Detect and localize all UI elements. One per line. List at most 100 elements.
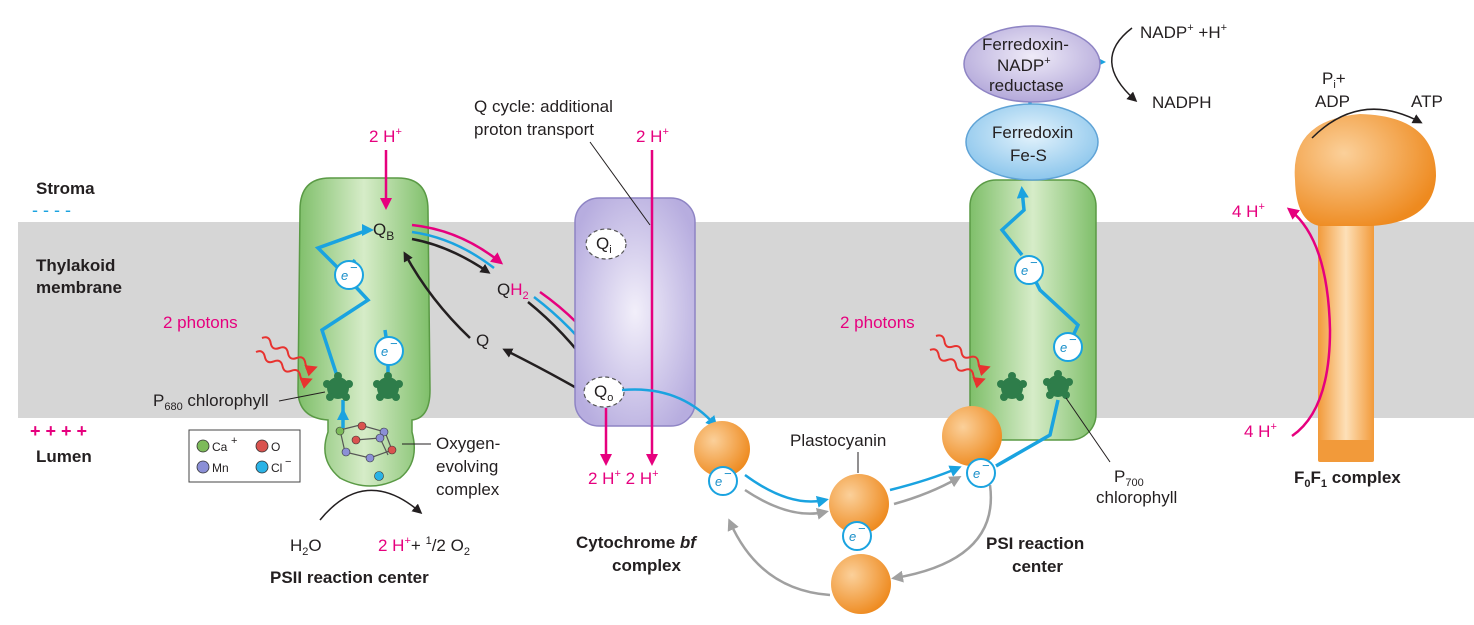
qi-label: Qi — [596, 234, 612, 256]
cytbf-label-2: complex — [612, 556, 682, 575]
fnr-label: Ferredoxin- — [982, 35, 1069, 54]
oec-label-2: evolving — [436, 457, 498, 476]
stroma-minus-signs: - - - - — [32, 200, 71, 220]
thylakoid-label: Thylakoid — [36, 256, 115, 275]
lumen-label: Lumen — [36, 447, 92, 466]
atp-top-proton-label: 4 H+ — [1232, 201, 1265, 221]
qo-to-q-arrow — [502, 348, 581, 392]
q-to-qb-arrow — [403, 251, 471, 339]
oec-label: Oxygen- — [436, 434, 500, 453]
psi-pc-docking-sphere — [942, 406, 1002, 466]
cytbf-label: Cytochrome bf — [576, 533, 698, 552]
stroma-label: Stroma — [36, 179, 95, 198]
svg-text:Cl: Cl — [271, 461, 282, 475]
svg-text:−: − — [858, 521, 866, 536]
fnr-reductase-label: reductase — [989, 76, 1064, 95]
electron-circle — [842, 521, 872, 551]
psi-label: PSI reaction — [986, 534, 1084, 553]
svg-text:e: e — [1060, 340, 1067, 355]
qo-label: Qo — [594, 382, 613, 404]
svg-text:e: e — [341, 268, 348, 283]
psi-photon-wavy-arrows — [929, 334, 991, 389]
q-label: Q — [476, 331, 489, 350]
nadph-label: NADPH — [1152, 93, 1212, 112]
plastocyanin-label: Plastocyanin — [790, 431, 886, 450]
p700-pointer — [1065, 397, 1111, 463]
electron-circle — [1014, 255, 1044, 285]
cytbf-bottom-proton-label: 2 H+ 2 H+ — [588, 468, 659, 488]
cytochrome-f-sphere — [694, 421, 750, 477]
electron-circle — [374, 336, 404, 366]
qb-to-qh2-magenta — [411, 223, 504, 265]
oxygen-evolving-cluster — [335, 421, 397, 481]
ferredoxin-fes-label: Fe-S — [1010, 146, 1047, 165]
svg-text:e: e — [1021, 263, 1028, 278]
svg-text:e: e — [381, 344, 388, 359]
atp-synthase-head — [1294, 114, 1436, 226]
qb-label: QB — [373, 220, 394, 243]
p700-label: P700 — [1114, 467, 1144, 489]
svg-text:−: − — [1069, 332, 1077, 347]
qo-site — [583, 376, 625, 408]
cytbf-top-proton-label: 2 H+ — [636, 126, 669, 146]
svg-text:e: e — [715, 474, 722, 489]
psi-photons-label: 2 photons — [840, 313, 915, 332]
qh2-label: QH2 — [497, 280, 529, 302]
psii-proton-label: 2 H+ — [369, 126, 402, 146]
psi-to-pc-return — [891, 484, 993, 583]
pc-return-arrow — [727, 518, 831, 597]
fnr-ellipse — [963, 25, 1101, 103]
adp-label: ADP — [1315, 92, 1350, 111]
svg-text:−: − — [724, 466, 732, 481]
membrane-label: membrane — [36, 278, 122, 297]
nadp-label: NADP+ +H+ — [1140, 22, 1227, 42]
cytf-to-pc-grey — [744, 488, 829, 520]
ion-legend: Ca + O Mn Cl − — [188, 429, 301, 483]
svg-text:e: e — [973, 466, 980, 481]
svg-text:Mn: Mn — [212, 461, 229, 475]
svg-text:−: − — [982, 458, 990, 473]
plastocyanin-sphere — [829, 474, 889, 534]
psii-photons-label: 2 photons — [163, 313, 238, 332]
atp-label: ATP — [1411, 92, 1443, 111]
proton-flow-arrow — [1286, 207, 1332, 438]
p700-chlorophyll-icon — [1043, 370, 1073, 399]
pc-to-psi-grey — [893, 476, 962, 506]
psi-complex — [969, 179, 1097, 441]
ferredoxin-label: Ferredoxin — [992, 123, 1073, 142]
ferredoxin-ellipse — [965, 103, 1099, 181]
electron-circle — [966, 458, 996, 488]
psi-chlorophyll-icon — [997, 372, 1027, 401]
electron-circle — [1053, 332, 1083, 362]
p700-label-2: chlorophyll — [1096, 488, 1177, 507]
svg-text:−: − — [350, 260, 358, 275]
psii-label: PSII reaction center — [270, 568, 429, 587]
svg-text:Ca: Ca — [212, 440, 228, 454]
svg-text:e: e — [849, 529, 856, 544]
plastocyanin-reduced-sphere — [831, 554, 891, 614]
svg-text:−: − — [285, 456, 291, 468]
f0f1-label: F0F1 complex — [1294, 468, 1401, 490]
atp-synthase-base — [1318, 440, 1374, 462]
electron-circle — [708, 466, 738, 496]
svg-text:O: O — [271, 440, 280, 454]
adp-to-atp-arrow — [1311, 108, 1423, 139]
p680-label: P680 chlorophyll — [153, 391, 269, 413]
qo-to-cytf-electron — [621, 388, 718, 429]
cytf-to-pc-electron — [744, 473, 829, 508]
atp-bottom-proton-label: 4 H+ — [1244, 421, 1277, 441]
qi-site — [585, 228, 627, 260]
qb-to-qh2-blue — [411, 230, 495, 269]
pi-label: Pi+ — [1322, 69, 1346, 91]
svg-text:−: − — [390, 336, 398, 351]
atp-synthase-stalk — [1318, 218, 1374, 458]
water-label: H2O — [290, 536, 322, 558]
q-cycle-pointer — [589, 141, 651, 226]
fnr-nadp-label: NADP+ — [997, 55, 1051, 75]
q-cycle-label: Q cycle: additional — [474, 97, 613, 116]
p680-chlorophyll-icon — [323, 372, 353, 401]
pc-to-psi-electron — [889, 465, 962, 492]
qb-to-qh2-black — [411, 237, 491, 274]
water-split-arrow — [319, 489, 423, 521]
